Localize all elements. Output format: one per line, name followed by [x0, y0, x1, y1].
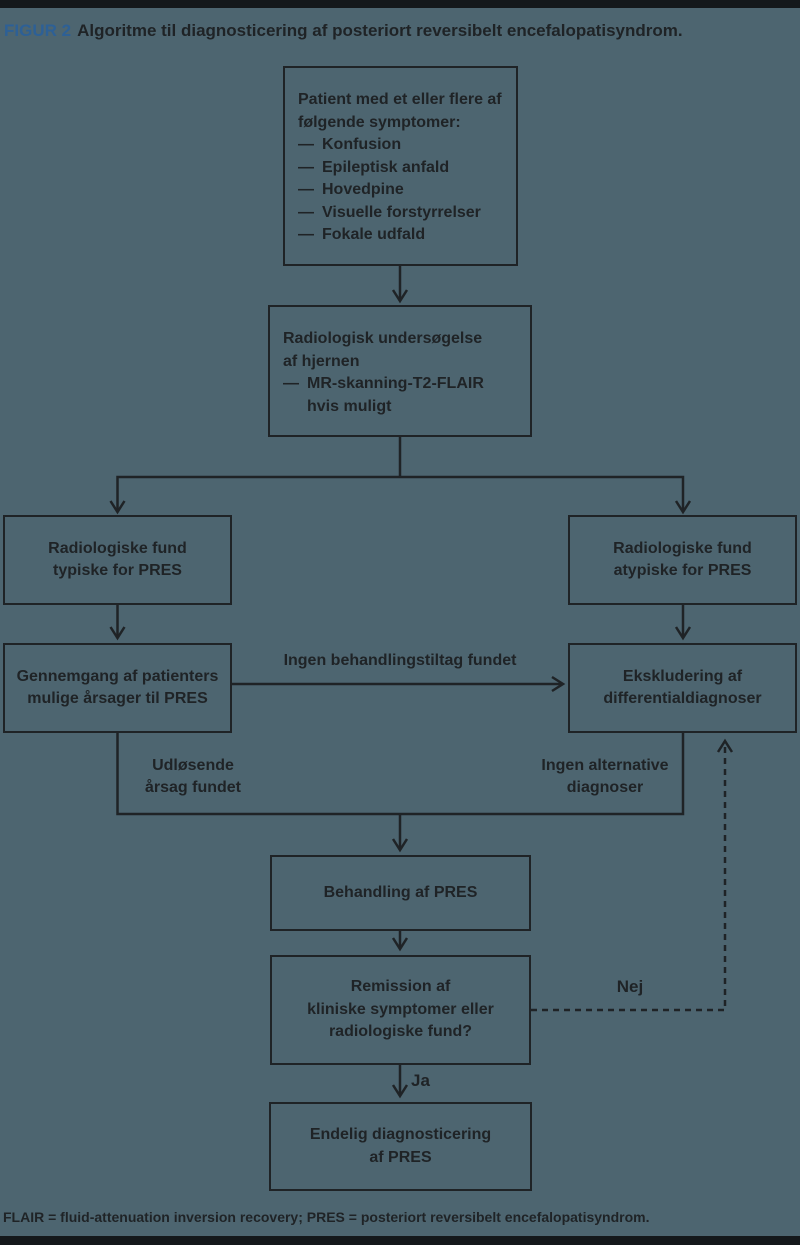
figure-title-text: Algoritme til diagnosticering af posteri… — [77, 21, 683, 40]
radiology-line1: Radiologisk undersøgelse — [283, 330, 483, 347]
top-border-bar — [0, 0, 800, 8]
radiology-item-line1: MR-skanning-T2-FLAIR — [307, 375, 484, 392]
causes-line2: mulige årsager til PRES — [27, 690, 208, 707]
atypical-line2: atypiske for PRES — [613, 562, 752, 579]
flow-box-final-diagnosis: Endelig diagnosticering af PRES — [269, 1102, 532, 1191]
trigger-cause-line1: Udløsende — [152, 757, 234, 774]
symptom-label: Visuelle forstyrrelser — [322, 203, 481, 221]
flow-box-typical-findings: Radiologiske fund typiske for PRES — [3, 515, 232, 605]
symptom-label: Konfusion — [322, 136, 402, 153]
flow-box-symptoms: Patient med et eller flere af følgende s… — [283, 66, 518, 266]
dash-bullet: — — [298, 226, 314, 243]
remission-line1: Remission af — [350, 978, 451, 996]
flow-box-causes-review: Gennemgang af patienters mulige årsager … — [3, 643, 232, 733]
trigger-cause-line2: årsag fundet — [144, 779, 241, 796]
edge-label-no-treatment-found: Ingen behandlingstiltag fundet — [283, 652, 517, 669]
flow-box-exclusion: Ekskludering af differentialdiagnoser — [568, 643, 797, 733]
exclusion-line1: Ekskludering af — [622, 667, 743, 685]
figure-footnote: FLAIR = fluid-attenuation inversion reco… — [3, 1209, 650, 1225]
dash-bullet: — — [298, 203, 314, 221]
atypical-line1: Radiologiske fund — [613, 539, 752, 557]
exclusion-line2: differentialdiagnoser — [603, 690, 762, 707]
radiology-item: — MR-skanning-T2-FLAIR hvis muligt — [283, 373, 524, 418]
flow-box-treatment: Behandling af PRES — [270, 855, 531, 931]
typical-line2: typiske for PRES — [53, 562, 182, 579]
symptoms-intro-line2: følgende symptomer: — [298, 113, 461, 131]
symptoms-intro-line1: Patient med et eller flere af — [298, 91, 502, 108]
connector-branch-split — [109, 475, 692, 515]
flow-box-remission: Remission af kliniske symptomer eller ra… — [270, 955, 531, 1065]
remission-line3: radiologiske fund? — [328, 1023, 473, 1041]
symptom-label: Hovedpine — [322, 181, 404, 198]
dash-bullet: — — [298, 158, 314, 176]
symptom-label: Fokale udfald — [322, 226, 426, 243]
final-line2: af PRES — [369, 1148, 432, 1166]
typical-line1: Radiologiske fund — [48, 539, 187, 557]
edge-label-yes: Ja — [411, 1071, 430, 1090]
figure-number-label: FIGUR 2 — [4, 21, 72, 40]
remission-line2: kliniske symptomer eller — [307, 1000, 494, 1018]
figure-title: FIGUR 2 Algoritme til diagnosticering af … — [4, 20, 683, 42]
dash-bullet: — — [283, 375, 299, 392]
final-line1: Endelig diagnosticering — [309, 1126, 492, 1143]
radiology-line2: af hjernen — [283, 352, 360, 370]
flow-box-atypical-findings: Radiologiske fund atypiske for PRES — [568, 515, 797, 605]
symptom-item: — Epileptisk anfald — [298, 157, 510, 180]
edge-label-no-alternative: Ingen alternative diagnoser — [530, 755, 680, 799]
symptom-item: — Hovedpine — [298, 179, 510, 202]
treatment-line1: Behandling af PRES — [323, 883, 478, 901]
symptom-item: — Visuelle forstyrrelser — [298, 202, 510, 225]
symptom-item: — Fokale udfald — [298, 224, 510, 247]
no-alternative-line2: diagnoser — [566, 779, 644, 796]
dash-bullet: — — [298, 181, 314, 198]
radiology-item-label: MR-skanning-T2-FLAIR hvis muligt — [307, 373, 484, 418]
symptom-item: — Konfusion — [298, 134, 510, 157]
bottom-border-bar — [0, 1236, 800, 1245]
causes-line1: Gennemgang af patienters — [16, 667, 219, 685]
edge-label-trigger-cause: Udløsende årsag fundet — [118, 755, 268, 799]
dash-bullet: — — [298, 136, 314, 153]
symptom-label: Epileptisk anfald — [322, 158, 450, 176]
no-alternative-line1: Ingen alternative — [541, 757, 669, 774]
edge-label-no: Nej — [616, 977, 644, 996]
flow-box-radiology: Radiologisk undersøgelse af hjernen — MR… — [268, 305, 532, 437]
radiology-item-line2: hvis muligt — [307, 397, 392, 415]
